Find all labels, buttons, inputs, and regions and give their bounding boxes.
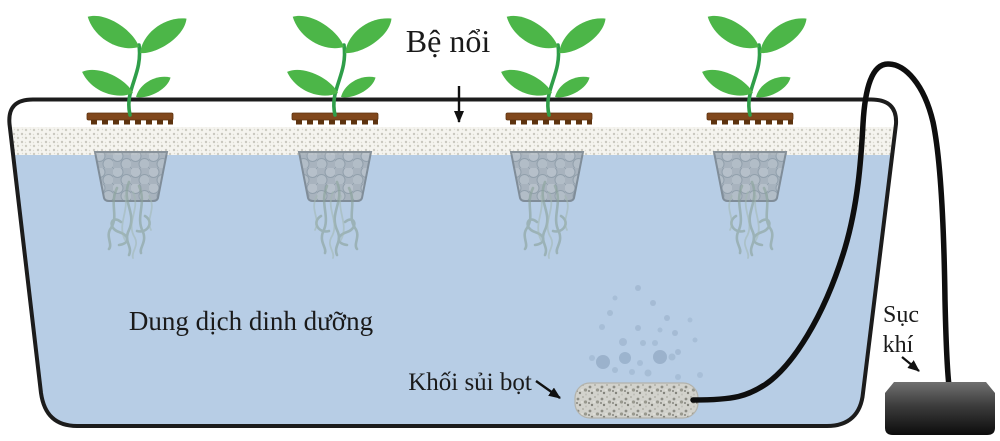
nutrient-solution-label: Dung dịch dinh dưỡng: [129, 306, 373, 336]
air-stone-label: Khối sủi bọt: [408, 369, 532, 396]
aerator-label-line1: Sục: [883, 302, 919, 328]
tank-outline: [7, 97, 899, 428]
air-stone: [574, 382, 699, 419]
annotations: Bệ nổi Dung dịch dinh dưỡng Khối sủi bọt…: [129, 23, 920, 399]
air-stone-arrow: [535, 380, 561, 399]
aerator-arrow: [901, 356, 920, 372]
floating-raft-label: Bệ nổi: [406, 23, 491, 59]
air-pump: [885, 382, 995, 435]
air-tube: [690, 61, 953, 403]
air-bubbles: [589, 285, 703, 380]
floating-raft-board: [9, 127, 897, 155]
aerator-label-line2: khí: [883, 332, 914, 358]
